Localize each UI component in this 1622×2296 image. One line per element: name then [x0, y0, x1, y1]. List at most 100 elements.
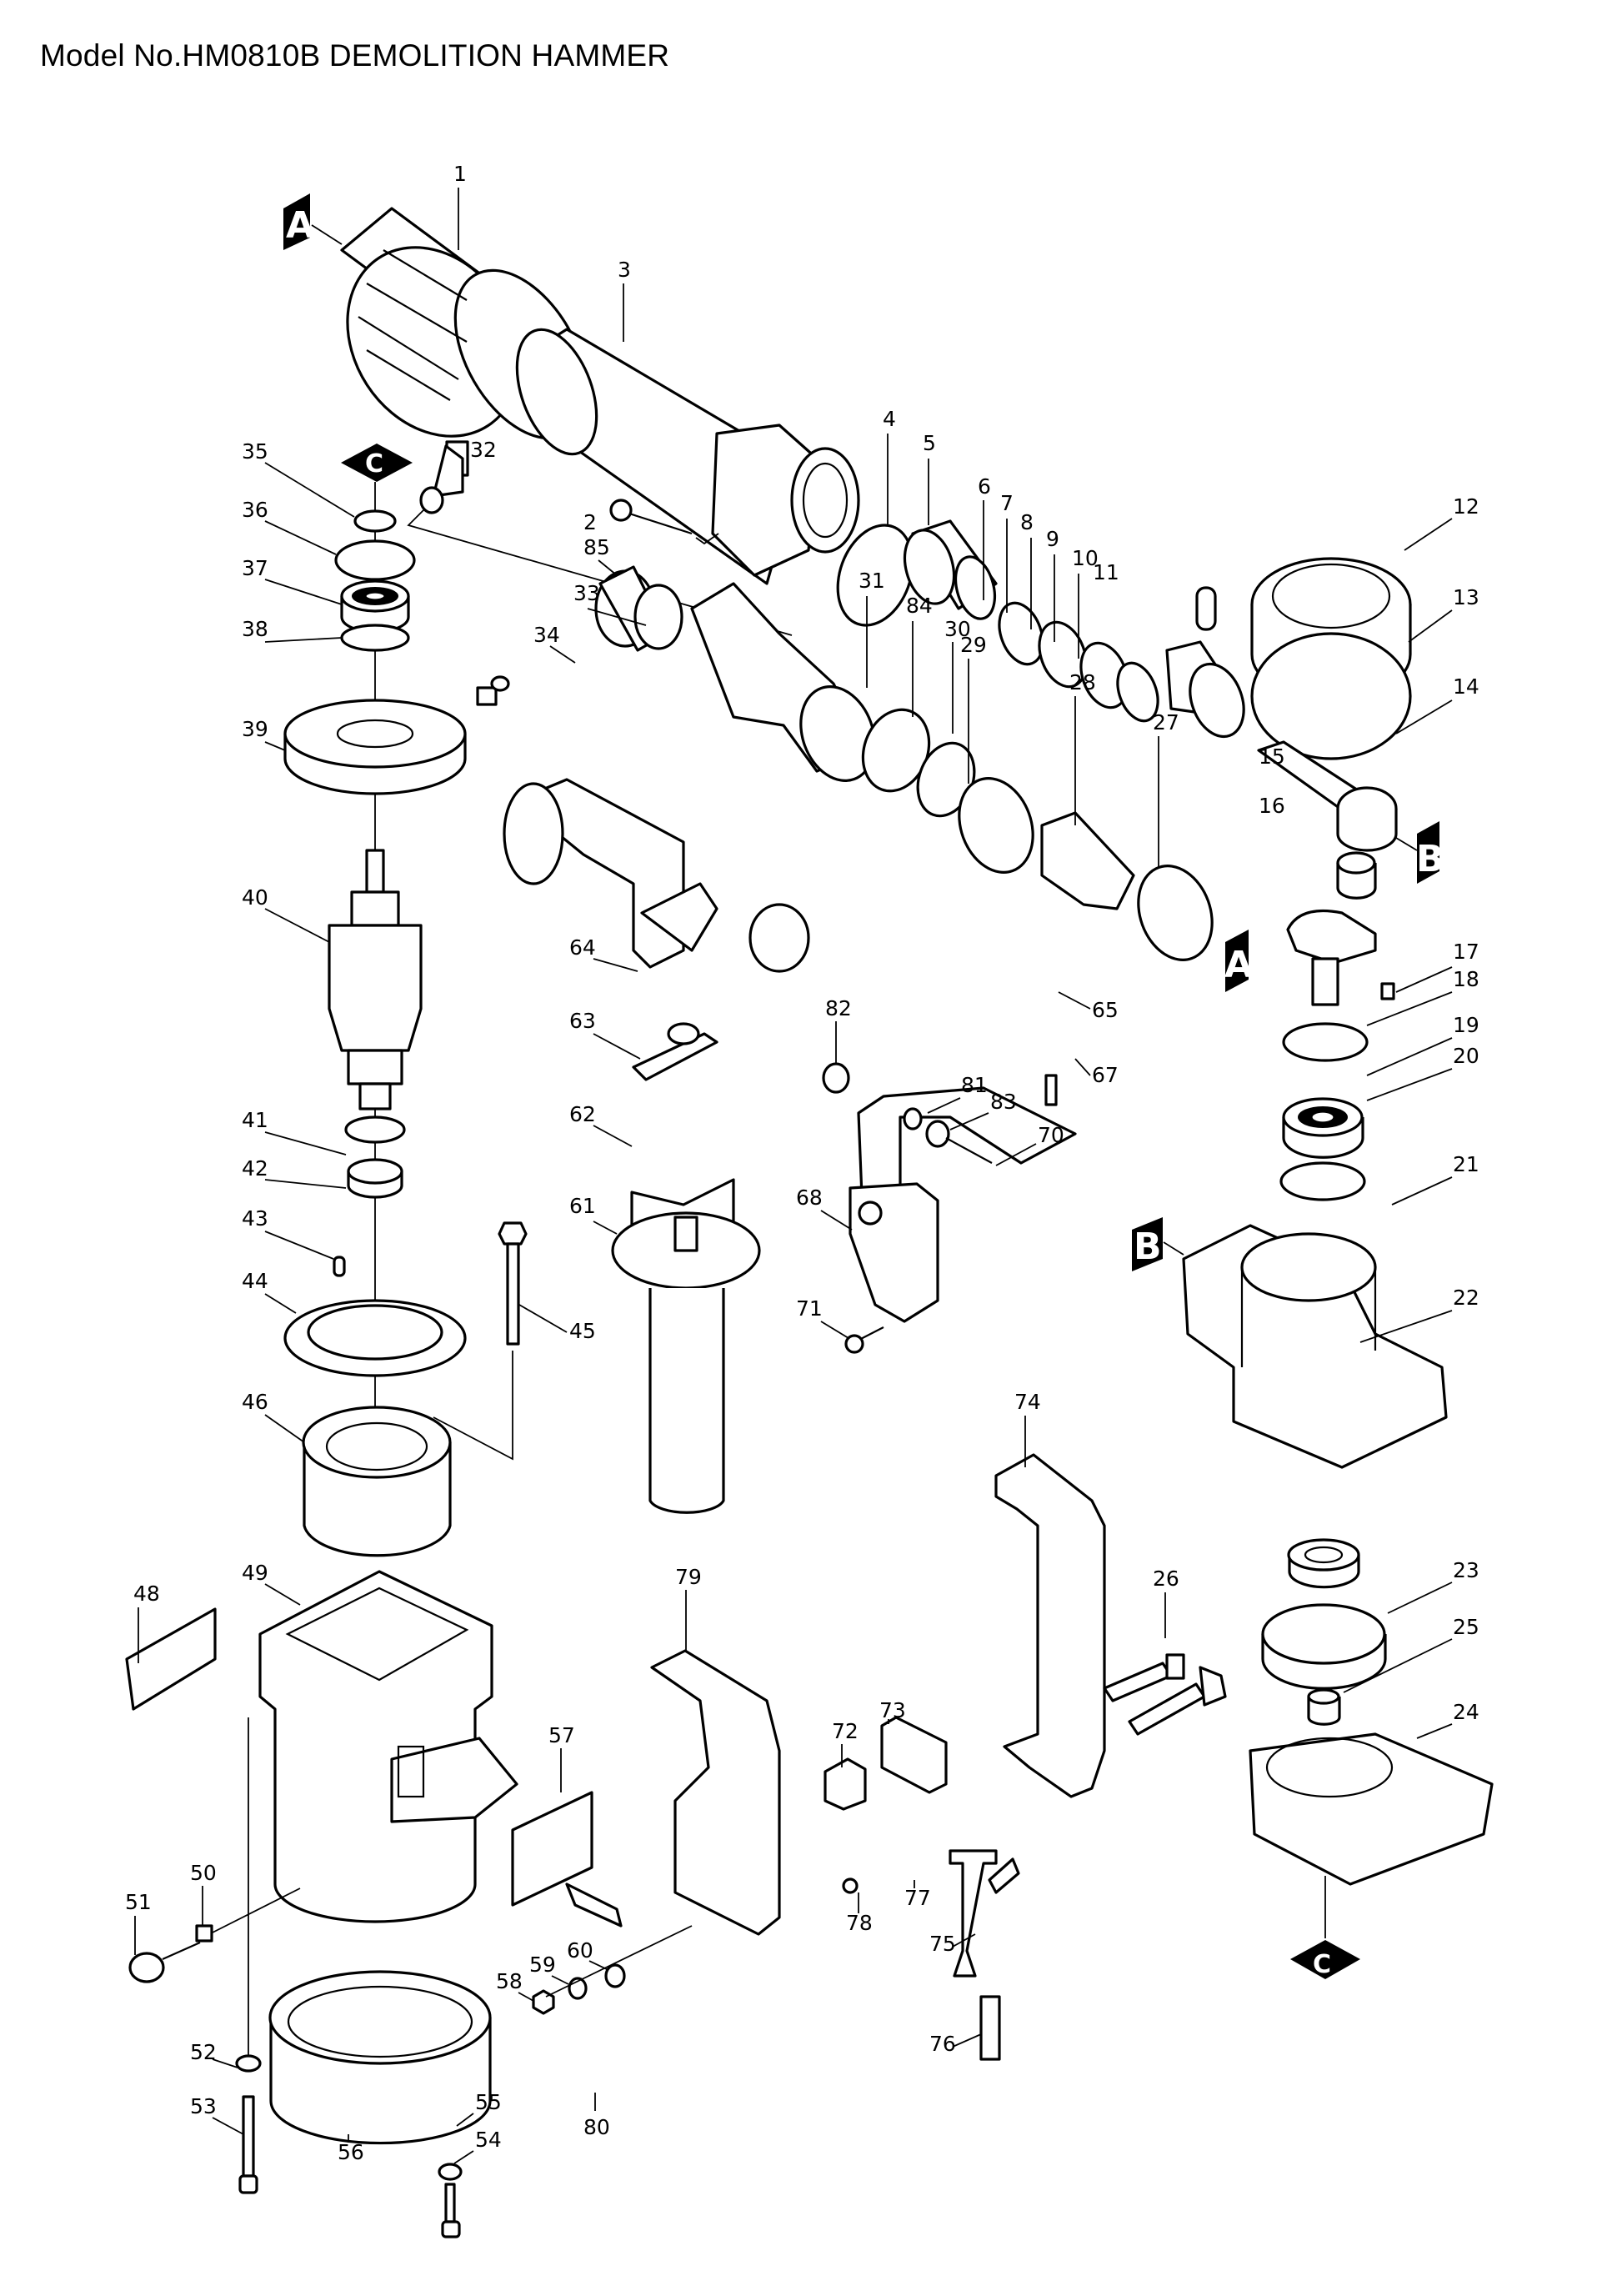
- label-67: 67: [1092, 1063, 1119, 1087]
- label-72: 72: [832, 1719, 859, 1743]
- svg-text:C: C: [1313, 1950, 1331, 1979]
- label-70: 70: [1038, 1123, 1064, 1147]
- svg-text:A: A: [286, 204, 314, 247]
- marker-c-bottom: C: [1290, 1876, 1360, 1979]
- label-63: 63: [569, 1009, 596, 1033]
- label-73: 73: [879, 1698, 906, 1722]
- label-20: 20: [1453, 1044, 1479, 1068]
- tool-holder-assembly: A: [476, 565, 1253, 992]
- label-18: 18: [1453, 967, 1479, 991]
- label-32: 32: [470, 438, 497, 462]
- part-14-con-rod: [1257, 740, 1398, 852]
- label-26: 26: [1153, 1567, 1179, 1591]
- label-64: 64: [569, 935, 596, 960]
- label-44: 44: [242, 1269, 268, 1293]
- label-59: 59: [529, 1953, 556, 1977]
- label-39: 39: [242, 717, 268, 741]
- cord-parts: [824, 1716, 1020, 2061]
- part-3-cylinder: [515, 328, 860, 585]
- label-85: 85: [583, 535, 610, 559]
- label-51: 51: [125, 1890, 152, 1914]
- label-49: 49: [242, 1561, 268, 1585]
- label-68: 68: [796, 1186, 823, 1210]
- crank-assembly: [1279, 851, 1395, 1201]
- label-1: 1: [453, 162, 467, 186]
- label-15: 15: [1259, 744, 1285, 769]
- part-2-screw: [609, 499, 719, 545]
- part-56-rear-cover: [268, 1970, 492, 2145]
- label-34: 34: [533, 623, 560, 647]
- label-48: 48: [133, 1582, 160, 1606]
- label-61: 61: [569, 1194, 596, 1218]
- label-23: 23: [1453, 1558, 1479, 1582]
- label-5: 5: [923, 431, 936, 455]
- label-71: 71: [796, 1296, 823, 1321]
- svg-text:B: B: [1416, 838, 1444, 880]
- screws-52-55: [235, 1717, 463, 2238]
- label-2: 2: [583, 510, 597, 534]
- label-42: 42: [242, 1156, 268, 1181]
- label-53: 53: [190, 2094, 217, 2118]
- label-31: 31: [859, 569, 885, 593]
- part-79-handle: [650, 1649, 781, 1936]
- part-48-name-plate: [125, 1607, 217, 1711]
- part-74-handle: [994, 1453, 1185, 1798]
- label-17: 17: [1453, 940, 1479, 964]
- label-30: 30: [944, 617, 971, 641]
- marker-b-right: B: [1395, 821, 1444, 884]
- part-45-bolt: [433, 1221, 528, 1461]
- marker-a-top: A: [283, 193, 343, 250]
- label-22: 22: [1453, 1286, 1479, 1310]
- label-57: 57: [548, 1723, 575, 1747]
- armature-stack: [283, 482, 467, 1459]
- label-38: 38: [242, 617, 268, 641]
- label-58: 58: [496, 1969, 523, 1993]
- part-68-switch: [844, 1182, 939, 1354]
- label-35: 35: [242, 439, 268, 464]
- label-37: 37: [242, 556, 268, 580]
- label-78: 78: [846, 1911, 873, 1935]
- part-13-o-ring: [1250, 632, 1412, 760]
- part-50-51-brush-holder: [128, 1887, 301, 1983]
- part-5-striker: [903, 519, 998, 620]
- label-14: 14: [1453, 674, 1479, 699]
- label-46: 46: [242, 1390, 268, 1414]
- label-24: 24: [1453, 1700, 1479, 1724]
- part-labels: 1 3 32 2 4 5 6 7 8 9 10 11 12 13 14 15 1…: [125, 162, 1479, 2164]
- label-13: 13: [1453, 585, 1479, 609]
- gear-stack: [1249, 1538, 1494, 1886]
- label-28: 28: [1069, 670, 1096, 694]
- svg-text:C: C: [365, 449, 383, 479]
- label-40: 40: [242, 885, 268, 910]
- label-54: 54: [475, 2128, 502, 2152]
- part-26-bolt: [1128, 1666, 1227, 1736]
- part-49-motor-housing: [258, 1570, 518, 1923]
- label-84: 84: [906, 594, 933, 618]
- label-80: 80: [583, 2115, 610, 2139]
- part-12-cap: [1250, 557, 1412, 760]
- svg-text:B: B: [1134, 1226, 1162, 1268]
- label-12: 12: [1453, 494, 1479, 519]
- label-75: 75: [929, 1932, 956, 1956]
- label-16: 16: [1259, 794, 1285, 818]
- label-56: 56: [338, 2140, 364, 2164]
- label-55: 55: [475, 2090, 502, 2114]
- label-50: 50: [190, 1861, 217, 1885]
- label-77: 77: [904, 1886, 931, 1910]
- label-10: 10: [1072, 546, 1099, 570]
- label-79: 79: [675, 1565, 702, 1589]
- label-33: 33: [573, 581, 600, 605]
- label-60: 60: [567, 1938, 593, 1963]
- part-32-block: [407, 440, 793, 636]
- label-11: 11: [1093, 560, 1119, 584]
- label-62: 62: [569, 1102, 596, 1126]
- diagram-title: Model No.HM0810B DEMOLITION HAMMER: [40, 38, 670, 73]
- label-41: 41: [242, 1108, 268, 1132]
- label-43: 43: [242, 1206, 268, 1231]
- part-57-brush-plate: [511, 1791, 693, 2015]
- part-10-piston: [1165, 586, 1245, 739]
- label-45: 45: [569, 1319, 596, 1343]
- label-4: 4: [883, 407, 896, 431]
- label-74: 74: [1014, 1390, 1041, 1414]
